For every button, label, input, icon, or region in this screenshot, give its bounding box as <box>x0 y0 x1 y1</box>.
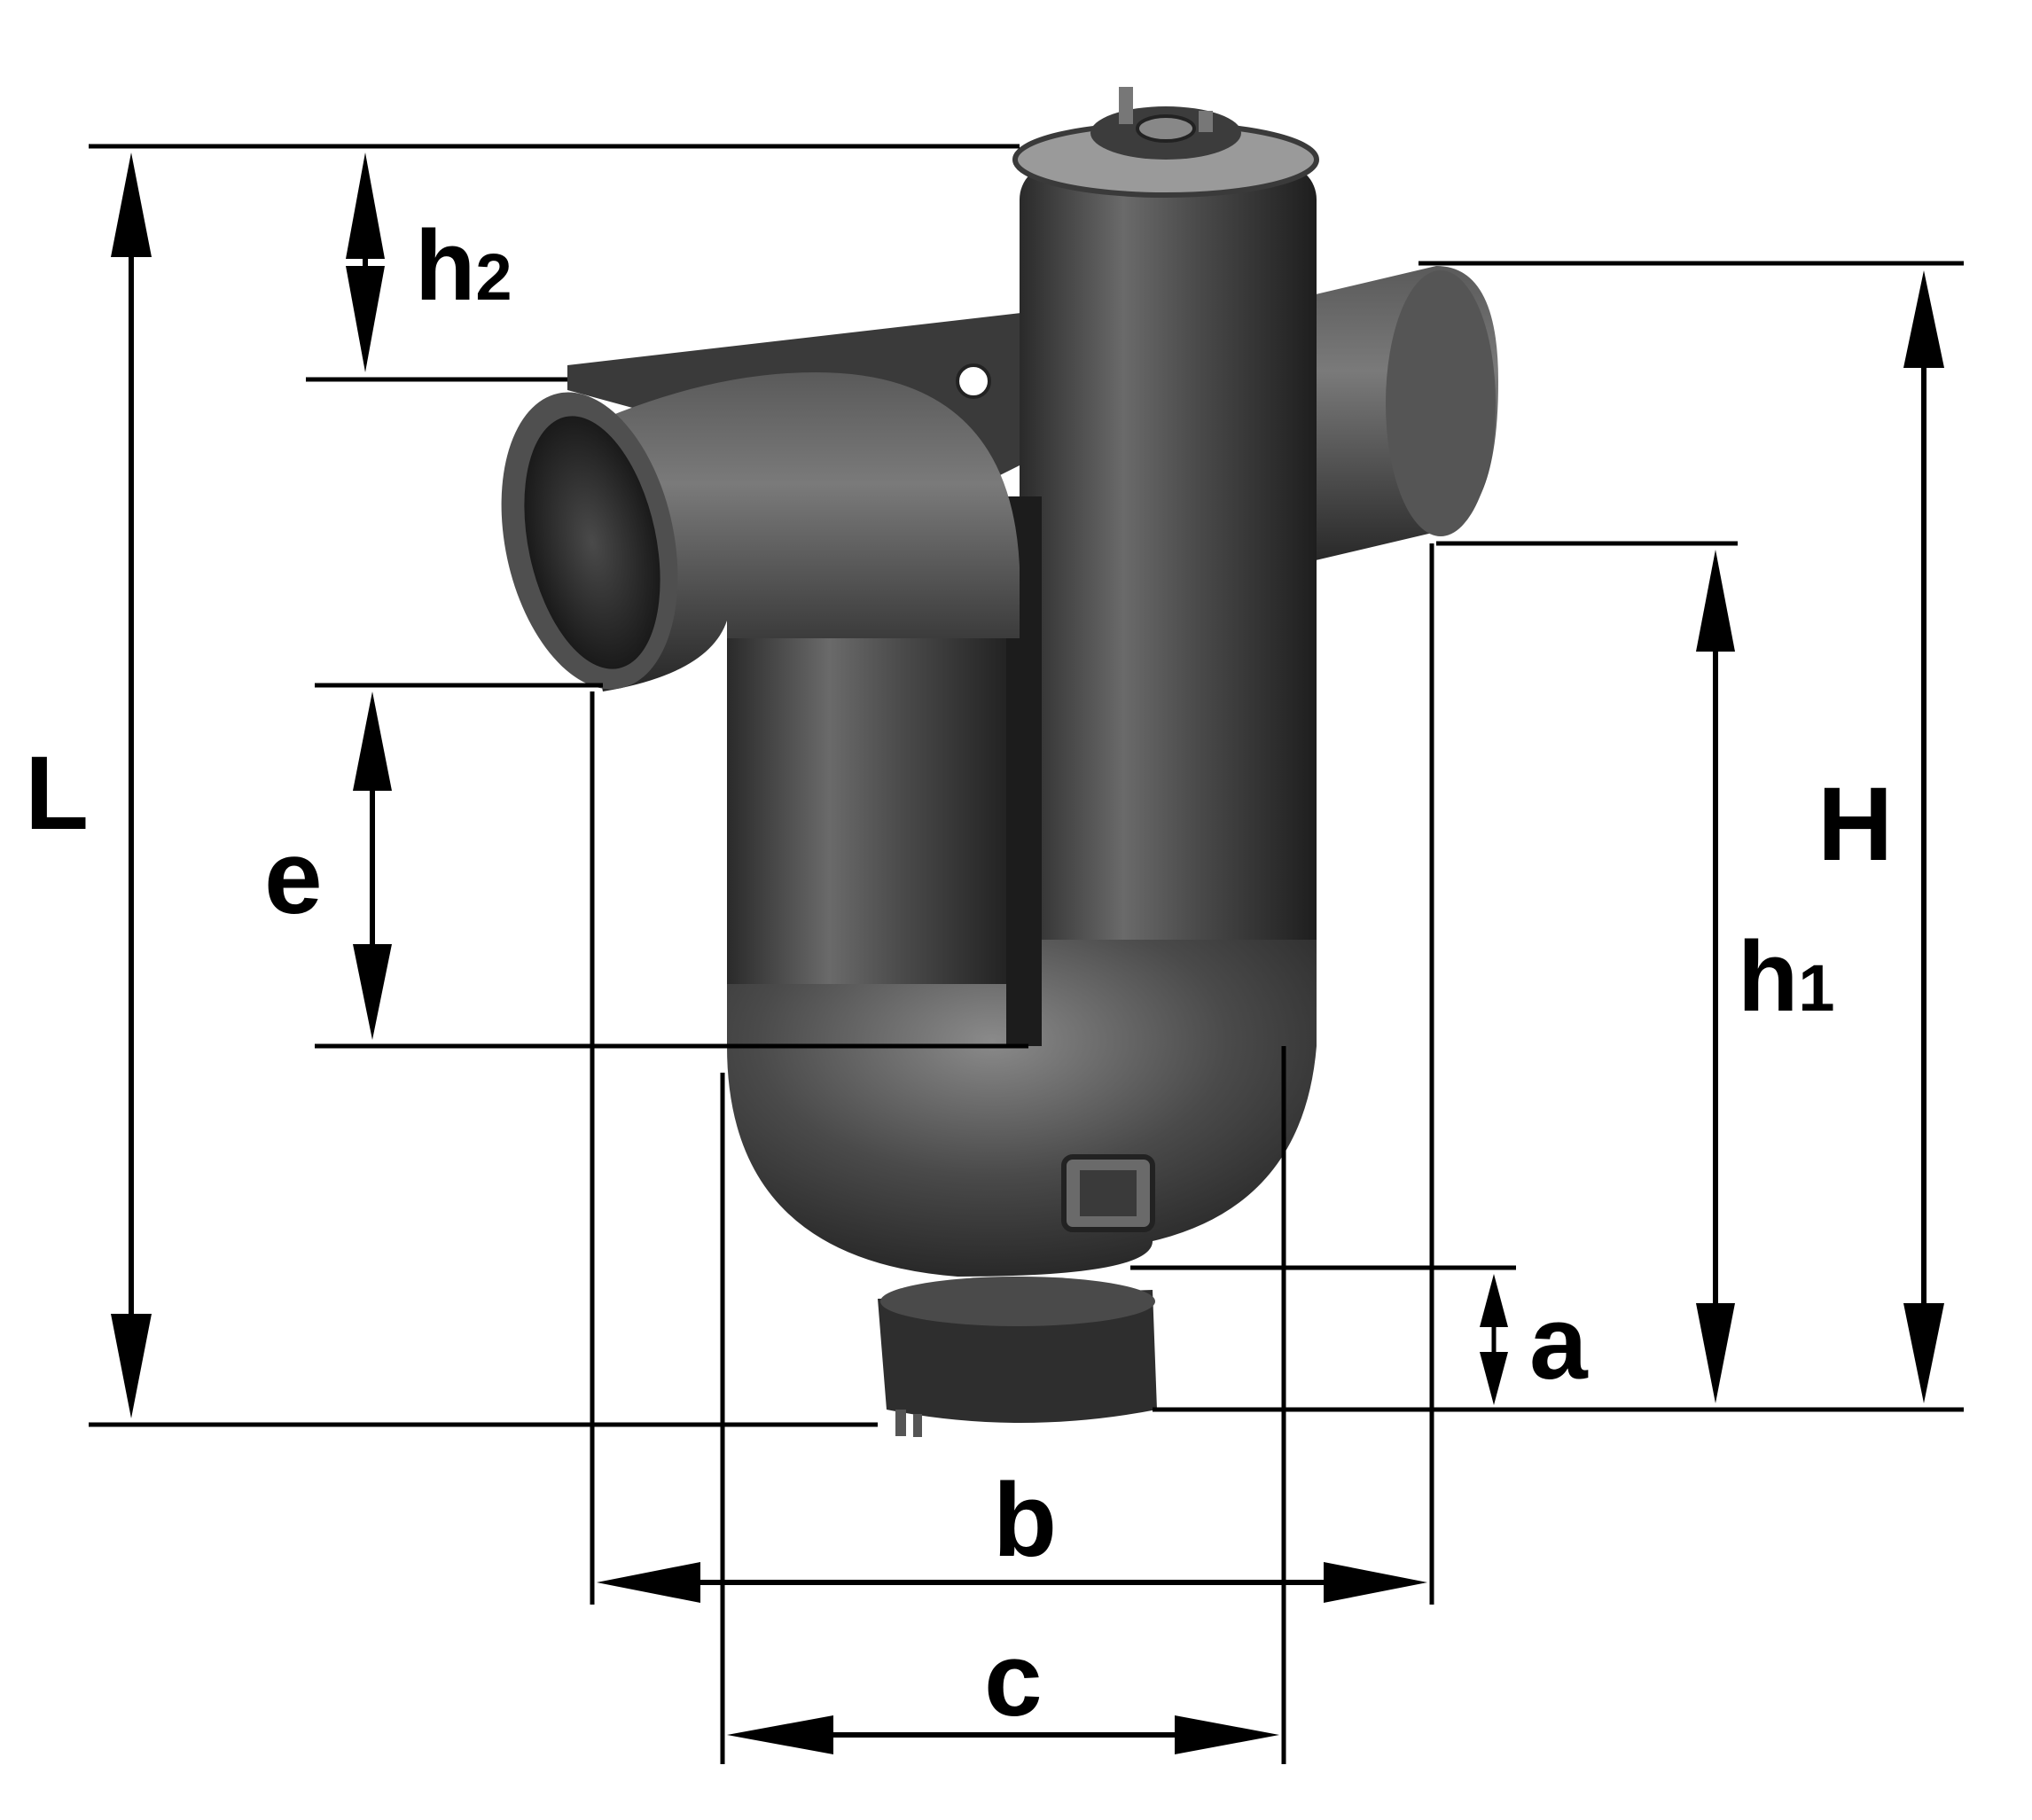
H-arrow-bottom <box>1903 1303 1944 1403</box>
b-arrow-right <box>1324 1562 1427 1603</box>
label-e: e <box>264 819 323 936</box>
h1-arrow-bottom <box>1696 1303 1735 1403</box>
label-h1: h1 <box>1738 921 1835 1032</box>
b-arrow-left <box>597 1562 700 1603</box>
bottom-bowl <box>727 940 1317 1277</box>
label-L: L <box>25 735 89 852</box>
drain-pin <box>895 1410 906 1436</box>
L-arrow-bottom <box>111 1314 152 1418</box>
e-arrow-top <box>353 691 392 791</box>
label-h2: h2 <box>415 210 512 321</box>
right-outlet-end <box>1386 270 1496 536</box>
L-arrow-top <box>111 152 152 257</box>
c-arrow-left <box>727 1715 833 1754</box>
c-arrow-right <box>1175 1715 1279 1754</box>
top-screw-left <box>1119 87 1133 124</box>
drain-plug <box>878 1290 1157 1423</box>
top-screw-right <box>1199 111 1213 132</box>
label-b: b <box>993 1462 1057 1579</box>
main-cylinder <box>1020 164 1317 1051</box>
label-h1-subscript: 1 <box>1798 951 1834 1025</box>
drain-pin-2 <box>913 1414 922 1437</box>
strainer-body-illustration <box>501 87 1498 1437</box>
left-inlet-bore <box>524 416 660 669</box>
drain-plug-ring <box>880 1277 1155 1326</box>
dimension-labels: L h2 e H h1 a b c <box>25 210 1893 1738</box>
a-arrow-top <box>1480 1274 1508 1327</box>
h2-arrow-bottom <box>346 266 385 372</box>
h1-arrow-top <box>1696 550 1735 652</box>
label-H: H <box>1817 766 1893 883</box>
top-cap-port <box>1136 114 1196 143</box>
h2-arrow-top <box>346 152 385 259</box>
a-arrow-bottom <box>1480 1352 1508 1405</box>
mounting-hole <box>956 363 991 399</box>
label-c: c <box>984 1621 1043 1738</box>
label-h2-subscript: 2 <box>475 240 512 314</box>
label-a: a <box>1529 1285 1589 1402</box>
nameplate-inner <box>1080 1170 1137 1216</box>
H-arrow-top <box>1903 270 1944 368</box>
left-leg <box>727 612 1020 984</box>
dimension-lines <box>89 144 1964 1764</box>
e-arrow-bottom <box>353 944 392 1040</box>
